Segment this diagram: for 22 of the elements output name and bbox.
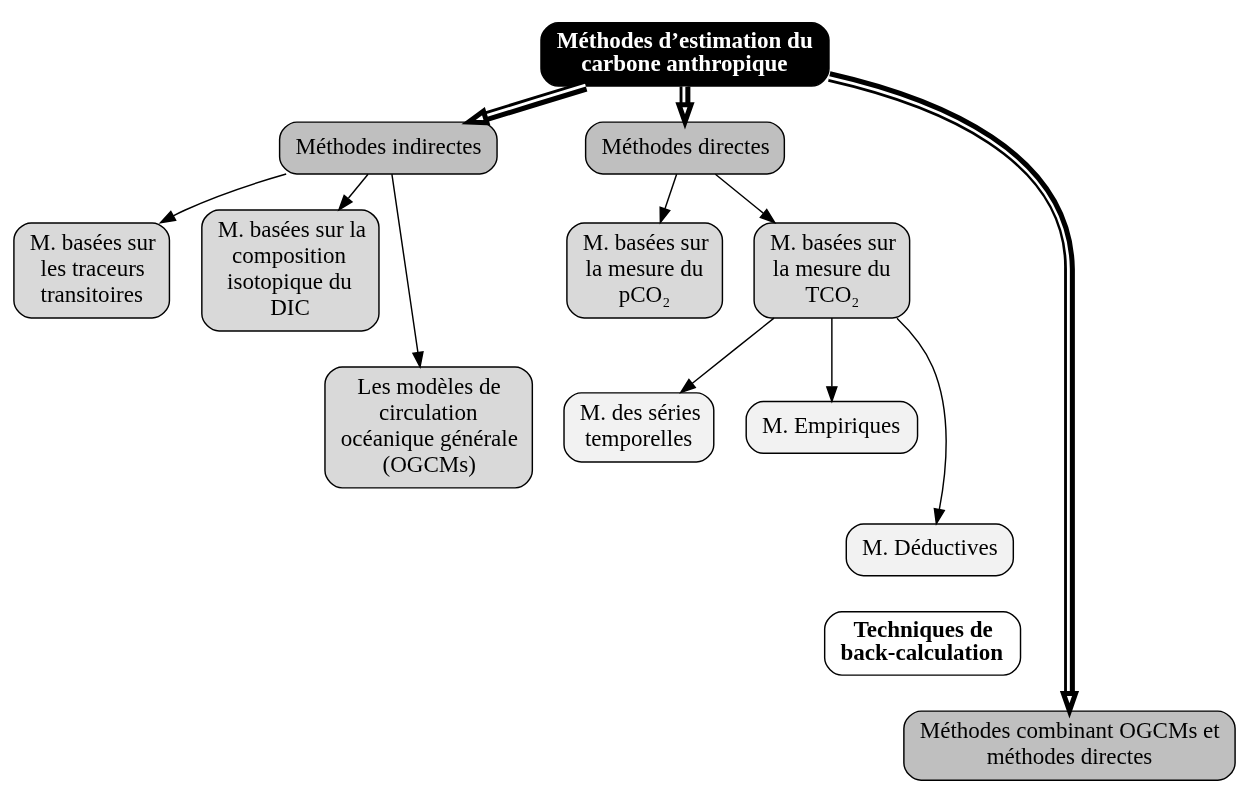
arrow (825, 316, 838, 403)
node-box: M. Déductives (845, 522, 1015, 576)
arrow (337, 173, 369, 211)
node-box: Méthodes indirectes (278, 120, 498, 175)
arrow (896, 317, 947, 526)
arrow (461, 80, 588, 125)
node-box: M. basées sur la mesure du pCO₂ (566, 221, 724, 319)
node-box: Les modèles de circulation océanique générale (OGCMs) (324, 365, 534, 489)
node-box: Méthodes directes (584, 120, 786, 175)
node-box: M. basées sur la composition isotopique du DIC (201, 208, 380, 332)
node-box: Techniques de back-calculation (823, 610, 1022, 676)
arrow (679, 316, 775, 394)
node-box: M. des séries temporelles (563, 391, 715, 463)
node-box: Méthodes combinant OGCMs et méthodes directes (903, 709, 1236, 781)
node-box: M. basées sur les traceurs transitoires (13, 221, 171, 319)
arrow (391, 172, 424, 369)
arrow (659, 173, 678, 225)
node-box: M. basées sur la mesure du TCO₂ (753, 221, 911, 319)
arrow (714, 173, 777, 224)
arrow (158, 172, 287, 224)
node-box: M. Empiriques (745, 400, 919, 454)
node-box: Méthodes d’estimation du carbone anthropique (540, 21, 830, 87)
